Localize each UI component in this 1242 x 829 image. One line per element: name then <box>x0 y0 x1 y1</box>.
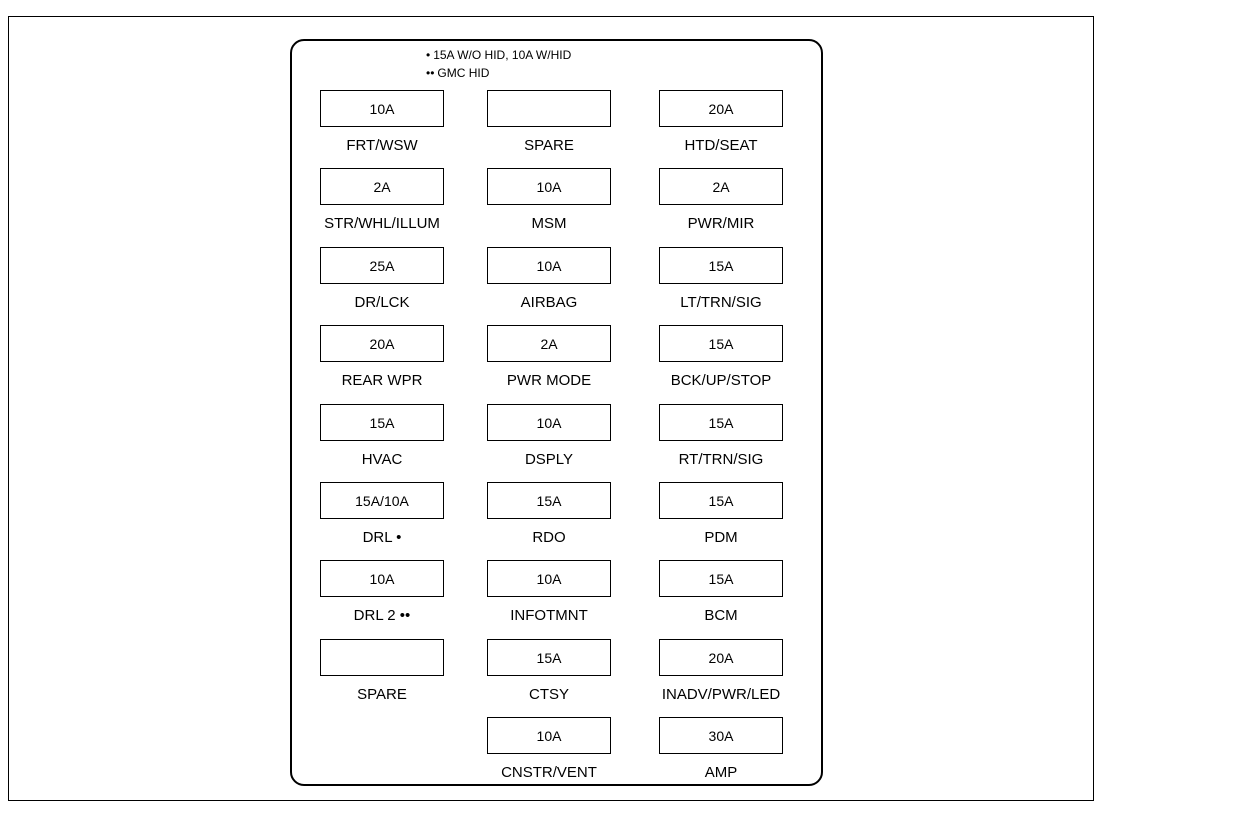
fuse-label: STR/WHL/ILLUM <box>324 215 440 232</box>
fuse-label: PWR/MIR <box>687 215 755 232</box>
fuse-label: BCM <box>704 607 738 624</box>
fuse-label: CTSY <box>528 686 569 703</box>
fuse-slot: 10A <box>487 404 611 441</box>
fuse-slot <box>320 639 444 676</box>
fuse-label: PWR MODE <box>506 372 592 389</box>
fuse-label: SPARE <box>524 137 574 154</box>
fuse-label: AIRBAG <box>520 294 578 311</box>
fuse-slot: 15A <box>659 325 783 362</box>
fuse-label: RT/TRN/SIG <box>678 451 764 468</box>
fuse-slot: 25A <box>320 247 444 284</box>
fuse-label: INADV/PWR/LED <box>661 686 781 703</box>
fuse-slot: 10A <box>487 168 611 205</box>
fuse-label: LT/TRN/SIG <box>680 294 762 311</box>
fuse-slot: 2A <box>487 325 611 362</box>
fuse-slot: 2A <box>659 168 783 205</box>
legend-text: GMC HID <box>437 66 490 80</box>
fuse-label: DRL 2 •• <box>353 607 411 624</box>
fuse-slot: 15A <box>659 482 783 519</box>
fuse-slot: 10A <box>487 247 611 284</box>
fuse-slot: 15A <box>659 404 783 441</box>
legend-marker: •• <box>426 66 435 80</box>
fuse-label: DR/LCK <box>354 294 410 311</box>
fuse-label: INFOTMNT <box>510 607 588 624</box>
fuse-label: FRT/WSW <box>346 137 418 154</box>
fuse-label: RDO <box>532 529 566 546</box>
fuse-slot: 10A <box>320 90 444 127</box>
fuse-slot: 15A <box>320 404 444 441</box>
fuse-label: MSM <box>531 215 567 232</box>
legend-text: 15A W/O HID, 10A W/HID <box>433 48 572 62</box>
fuse-label: REAR WPR <box>341 372 423 389</box>
fuse-slot: 15A/10A <box>320 482 444 519</box>
fuse-label: HVAC <box>361 451 403 468</box>
fuse-slot: 15A <box>659 247 783 284</box>
fuse-slot: 20A <box>659 90 783 127</box>
fuse-slot: 30A <box>659 717 783 754</box>
fuse-slot: 15A <box>659 560 783 597</box>
fuse-panel <box>290 39 823 786</box>
legend-marker: • <box>426 48 431 62</box>
fuse-label: CNSTR/VENT <box>501 764 597 781</box>
legend-item-double-dot: ••GMC HID <box>426 66 489 80</box>
fuse-label: DSPLY <box>524 451 574 468</box>
fuse-slot: 10A <box>487 717 611 754</box>
fuse-label: SPARE <box>357 686 407 703</box>
fuse-label: PDM <box>704 529 738 546</box>
fuse-label: BCK/UP/STOP <box>670 372 772 389</box>
fuse-slot: 15A <box>487 639 611 676</box>
fuse-slot: 15A <box>487 482 611 519</box>
fuse-slot: 2A <box>320 168 444 205</box>
legend-item-single-dot: •15A W/O HID, 10A W/HID <box>426 48 571 62</box>
fuse-label: DRL • <box>362 529 402 546</box>
fuse-slot: 20A <box>659 639 783 676</box>
fuse-slot: 10A <box>320 560 444 597</box>
fuse-slot: 20A <box>320 325 444 362</box>
fuse-slot: 10A <box>487 560 611 597</box>
diagram-frame <box>8 16 1094 801</box>
fuse-label: AMP <box>704 764 738 781</box>
fuse-slot <box>487 90 611 127</box>
fuse-label: HTD/SEAT <box>684 137 758 154</box>
